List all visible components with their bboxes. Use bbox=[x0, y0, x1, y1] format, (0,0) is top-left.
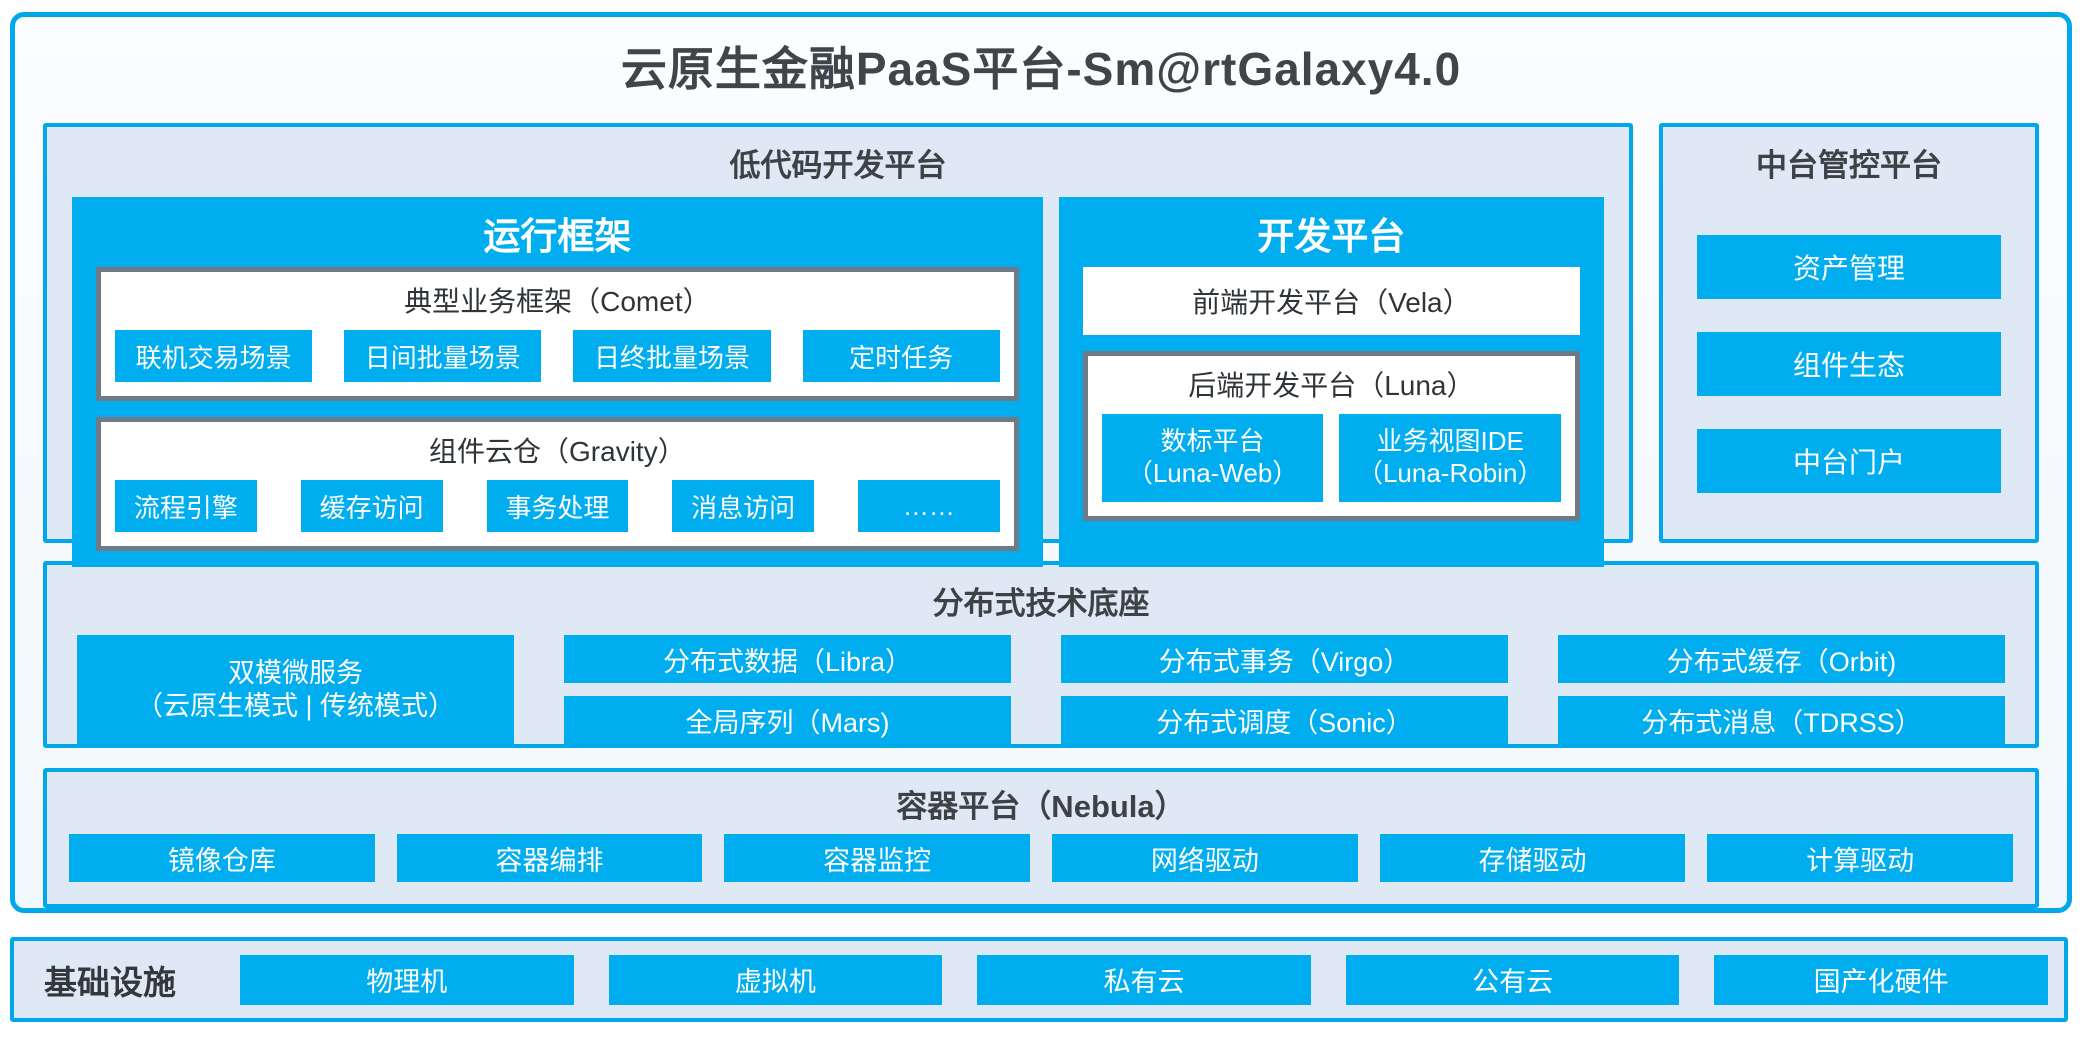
luna-web-name: 数标平台 bbox=[1160, 426, 1265, 457]
box-container-monitoring: 容器监控 bbox=[724, 834, 1031, 882]
infrastructure-items: 物理机 虚拟机 私有云 公有云 国产化硬件 bbox=[240, 954, 2048, 1005]
luna-items: 数标平台 （Luna-Web） 业务视图IDE （Luna-Robin） bbox=[1101, 414, 1561, 502]
container-platform-header: 容器平台（Nebula） bbox=[896, 789, 1186, 824]
box-distributed-scheduling: 分布式调度（Sonic） bbox=[1061, 696, 1508, 744]
page-title: 云原生金融PaaS平台-Sm@rtGalaxy4.0 bbox=[620, 43, 1462, 95]
lowcode-content: 运行框架 典型业务框架（Comet） 联机交易场景 日间批量场景 日终批量场景 … bbox=[72, 197, 1604, 581]
gravity-items: 流程引擎 缓存访问 事务处理 消息访问 …… bbox=[115, 480, 1000, 532]
box-ellipsis: …… bbox=[858, 480, 1000, 532]
box-cache-access: 缓存访问 bbox=[300, 480, 443, 532]
box-component-ecosystem: 组件生态 bbox=[1697, 332, 2001, 396]
box-process-engine: 流程引擎 bbox=[115, 480, 257, 532]
distributed-header: 分布式技术底座 bbox=[932, 586, 1150, 621]
luna-web-code: （Luna-Web） bbox=[1126, 458, 1299, 488]
panel-lowcode-platform: 低代码开发平台 运行框架 典型业务框架（Comet） 联机交易场景 日间批量场景… bbox=[43, 123, 1633, 567]
section-runtime-framework: 运行框架 典型业务框架（Comet） 联机交易场景 日间批量场景 日终批量场景 … bbox=[72, 197, 1043, 567]
panel-midplatform-control: 中台管控平台 资产管理 组件生态 中台门户 bbox=[1659, 123, 2039, 543]
box-luna-web: 数标平台 （Luna-Web） bbox=[1101, 414, 1324, 502]
dual-mode-name: 双模微服务 bbox=[228, 657, 363, 688]
dual-mode-detail: （云原生模式 | 传统模式） bbox=[135, 690, 456, 721]
box-public-cloud: 公有云 bbox=[1345, 954, 1680, 1005]
box-daytime-batch: 日间批量场景 bbox=[344, 330, 542, 382]
box-distributed-transaction: 分布式事务（Virgo） bbox=[1061, 635, 1508, 683]
distributed-grid: 双模微服务 （云原生模式 | 传统模式） 分布式数据（Libra） 分布式事务（… bbox=[77, 635, 2005, 744]
box-private-cloud: 私有云 bbox=[977, 954, 1311, 1005]
box-network-driver: 网络驱动 bbox=[1052, 834, 1358, 882]
box-gravity-warehouse: 组件云仓（Gravity） 流程引擎 缓存访问 事务处理 消息访问 …… bbox=[96, 417, 1019, 551]
infrastructure-label: 基础设施 bbox=[44, 963, 176, 1001]
midplatform-items: 资产管理 组件生态 中台门户 bbox=[1697, 235, 2001, 493]
box-distributed-messaging: 分布式消息（TDRSS） bbox=[1558, 696, 2005, 744]
panel-infrastructure: 基础设施 物理机 虚拟机 私有云 公有云 国产化硬件 bbox=[10, 937, 2068, 1022]
box-comet-framework: 典型业务框架（Comet） 联机交易场景 日间批量场景 日终批量场景 定时任务 bbox=[96, 267, 1019, 401]
box-message-access: 消息访问 bbox=[672, 480, 814, 532]
box-physical-machine: 物理机 bbox=[240, 954, 574, 1005]
box-asset-management: 资产管理 bbox=[1697, 235, 2001, 299]
runtime-framework-title: 运行框架 bbox=[483, 216, 632, 257]
panel-container-platform: 容器平台（Nebula） 镜像仓库 容器编排 容器监控 网络驱动 存储驱动 计算… bbox=[43, 768, 2039, 908]
midplatform-header: 中台管控平台 bbox=[1756, 148, 1942, 183]
section-dev-platform: 开发平台 前端开发平台（Vela） 后端开发平台（Luna） 数标平台 （Lun… bbox=[1058, 197, 1604, 567]
dev-platform-title: 开发平台 bbox=[1257, 216, 1406, 257]
luna-robin-name: 业务视图IDE bbox=[1376, 426, 1524, 457]
top-row: 低代码开发平台 运行框架 典型业务框架（Comet） 联机交易场景 日间批量场景… bbox=[43, 123, 2039, 567]
luna-title: 后端开发平台（Luna） bbox=[1188, 370, 1475, 401]
box-vela-frontend: 前端开发平台（Vela） bbox=[1082, 267, 1580, 335]
gravity-title: 组件云仓（Gravity） bbox=[429, 436, 686, 467]
box-image-registry: 镜像仓库 bbox=[69, 834, 375, 882]
box-scheduled-task: 定时任务 bbox=[802, 330, 1000, 382]
comet-title: 典型业务框架（Comet） bbox=[404, 286, 711, 317]
box-distributed-cache: 分布式缓存（Orbit) bbox=[1558, 635, 2005, 683]
box-domestic-hardware: 国产化硬件 bbox=[1714, 954, 2048, 1005]
lowcode-header: 低代码开发平台 bbox=[729, 148, 947, 183]
box-global-sequence: 全局序列（Mars) bbox=[564, 696, 1011, 744]
box-online-transaction: 联机交易场景 bbox=[115, 330, 313, 382]
box-transaction-processing: 事务处理 bbox=[486, 480, 629, 532]
box-storage-driver: 存储驱动 bbox=[1379, 834, 1686, 882]
box-distributed-data: 分布式数据（Libra） bbox=[564, 635, 1011, 683]
luna-robin-code: （Luna-Robin） bbox=[1356, 458, 1544, 488]
box-midplatform-portal: 中台门户 bbox=[1697, 429, 2001, 493]
box-container-orchestration: 容器编排 bbox=[396, 834, 703, 882]
container-platform-items: 镜像仓库 容器编排 容器监控 网络驱动 存储驱动 计算驱动 bbox=[69, 834, 2014, 882]
box-compute-driver: 计算驱动 bbox=[1707, 834, 2014, 882]
comet-items: 联机交易场景 日间批量场景 日终批量场景 定时任务 bbox=[115, 330, 1000, 382]
panel-distributed-base: 分布式技术底座 双模微服务 （云原生模式 | 传统模式） 分布式数据（Libra… bbox=[43, 561, 2039, 748]
box-virtual-machine: 虚拟机 bbox=[608, 954, 943, 1005]
box-luna-robin: 业务视图IDE （Luna-Robin） bbox=[1339, 414, 1561, 502]
box-luna-backend: 后端开发平台（Luna） 数标平台 （Luna-Web） 业务视图IDE （Lu… bbox=[1082, 351, 1580, 521]
box-dual-mode-microservice: 双模微服务 （云原生模式 | 传统模式） bbox=[77, 635, 514, 744]
main-container: 云原生金融PaaS平台-Sm@rtGalaxy4.0 低代码开发平台 运行框架 … bbox=[10, 12, 2072, 913]
box-eod-batch: 日终批量场景 bbox=[573, 330, 771, 382]
